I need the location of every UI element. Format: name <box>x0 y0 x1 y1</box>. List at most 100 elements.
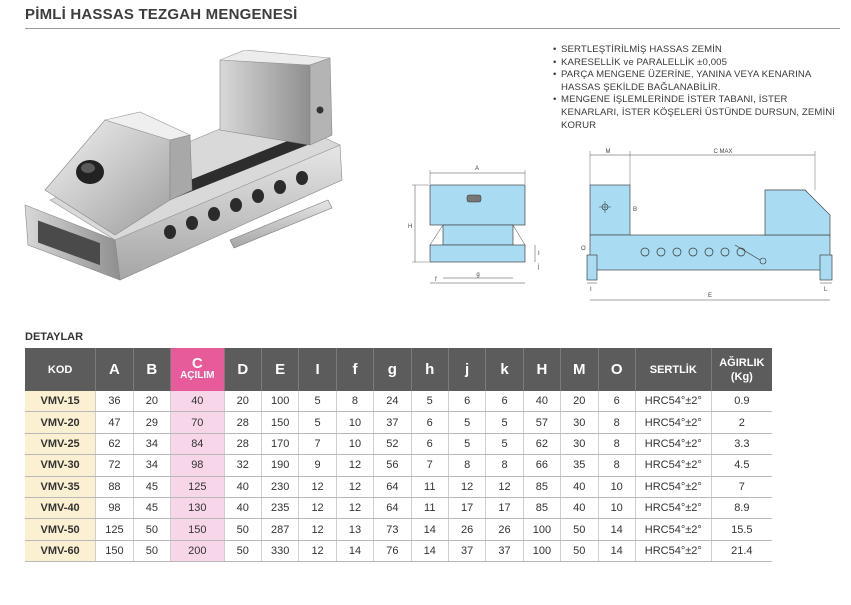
col-header-f: f <box>336 348 375 391</box>
cell-g: 64 <box>373 476 412 498</box>
cell-sertlik: HRC54°±2° <box>635 391 712 413</box>
dim-l-label: L <box>824 287 828 293</box>
cell-j: 5 <box>448 411 487 434</box>
cell-k: 6 <box>485 391 524 413</box>
cell-k: 17 <box>485 497 524 520</box>
cell-o: 6 <box>598 391 636 413</box>
cell-kod: VMV-50 <box>25 518 97 541</box>
cell-f: 12 <box>336 476 375 498</box>
dim-h-label: H <box>408 224 412 230</box>
col-header-j: j <box>448 348 487 391</box>
cell-a: 62 <box>95 433 134 456</box>
dim-f-label: f <box>435 277 437 283</box>
feature-item: KARESELLİK ve PARALELLİK ±0,005 <box>553 57 848 70</box>
cell-agirlik: 0.9 <box>711 391 772 413</box>
dim-i-label: I <box>538 251 540 257</box>
cell-g: 64 <box>373 497 412 520</box>
cell-j: 12 <box>448 476 487 498</box>
cell-sertlik: HRC54°±2° <box>635 476 712 498</box>
cell-a: 47 <box>95 411 134 434</box>
cell-h: 85 <box>523 497 562 520</box>
cell-c: 130 <box>170 497 225 520</box>
cell-sertlik: HRC54°±2° <box>635 411 712 434</box>
col-header-a: A <box>95 348 134 391</box>
cell-g: 73 <box>373 518 412 541</box>
dim-j-label: j <box>537 264 539 270</box>
col-header-h-upper: H <box>523 348 562 391</box>
col-header-c: C AÇILIM <box>170 348 225 391</box>
cell-f: 12 <box>336 454 375 477</box>
cell-d: 32 <box>224 454 262 477</box>
cell-a: 72 <box>95 454 134 477</box>
cell-c: 70 <box>170 411 225 434</box>
cell-kod: VMV-25 <box>25 433 97 456</box>
cell-c: 200 <box>170 540 225 563</box>
table-header-row: KOD A B C AÇILIM D E I f g h j k H M O S… <box>25 348 772 391</box>
vise-product-image <box>24 50 343 281</box>
cell-b: 34 <box>133 454 172 477</box>
cell-e: 330 <box>261 540 300 563</box>
cell-b: 20 <box>133 391 172 413</box>
cell-d: 50 <box>224 518 262 541</box>
cell-m: 40 <box>560 497 599 520</box>
cell-k: 37 <box>485 540 524 563</box>
col-header-b: B <box>133 348 172 391</box>
cell-k: 12 <box>485 476 524 498</box>
col-header-agirlik-unit: (Kg) <box>730 370 753 383</box>
cell-agirlik: 7 <box>711 476 772 498</box>
cell-i: 5 <box>298 411 337 434</box>
cell-f: 10 <box>336 433 375 456</box>
cell-g: 76 <box>373 540 412 563</box>
feature-item: MENGENE İŞLEMLERİNDE İSTER TABANI, İSTER… <box>553 94 848 132</box>
cell-c: 98 <box>170 454 225 477</box>
cell-i: 9 <box>298 454 337 477</box>
cell-c: 150 <box>170 518 225 541</box>
col-header-h: h <box>411 348 449 391</box>
cell-kod: VMV-35 <box>25 476 97 498</box>
cell-agirlik: 8.9 <box>711 497 772 520</box>
cell-m: 50 <box>560 518 599 541</box>
cell-k: 8 <box>485 454 524 477</box>
cell-h: 11 <box>411 497 449 520</box>
cell-c: 125 <box>170 476 225 498</box>
cell-j: 5 <box>448 433 487 456</box>
cell-kod: VMV-60 <box>25 540 97 563</box>
cell-h: 100 <box>523 540 562 563</box>
cell-sertlik: HRC54°±2° <box>635 497 712 520</box>
feature-list: SERTLEŞTİRİLMİŞ HASSAS ZEMİN KARESELLİK … <box>553 44 848 132</box>
front-view-drawing: A H g f I j <box>408 166 540 284</box>
cell-o: 8 <box>598 411 636 434</box>
cell-h: 66 <box>523 454 562 477</box>
cell-a: 125 <box>95 518 134 541</box>
page-title: PİMLİ HASSAS TEZGAH MENGENESİ <box>25 6 298 23</box>
cell-a: 88 <box>95 476 134 498</box>
cell-f: 12 <box>336 497 375 520</box>
cell-i: 12 <box>298 497 337 520</box>
cell-m: 30 <box>560 411 599 434</box>
dim-c-label: C MAX <box>713 149 732 155</box>
cell-agirlik: 15.5 <box>711 518 772 541</box>
cell-m: 40 <box>560 476 599 498</box>
cell-a: 36 <box>95 391 134 413</box>
cell-o: 8 <box>598 433 636 456</box>
cell-c: 84 <box>170 433 225 456</box>
col-header-c-sub: AÇILIM <box>180 369 215 381</box>
dim-b-label: B <box>633 207 637 213</box>
cell-sertlik: HRC54°±2° <box>635 433 712 456</box>
cell-c: 40 <box>170 391 225 413</box>
cell-o: 10 <box>598 476 636 498</box>
cell-m: 35 <box>560 454 599 477</box>
cell-o: 14 <box>598 518 636 541</box>
cell-d: 28 <box>224 433 262 456</box>
cell-e: 150 <box>261 411 300 434</box>
cell-b: 45 <box>133 497 172 520</box>
cell-i: 5 <box>298 391 337 413</box>
cell-kod: VMV-15 <box>25 391 97 413</box>
cell-g: 52 <box>373 433 412 456</box>
